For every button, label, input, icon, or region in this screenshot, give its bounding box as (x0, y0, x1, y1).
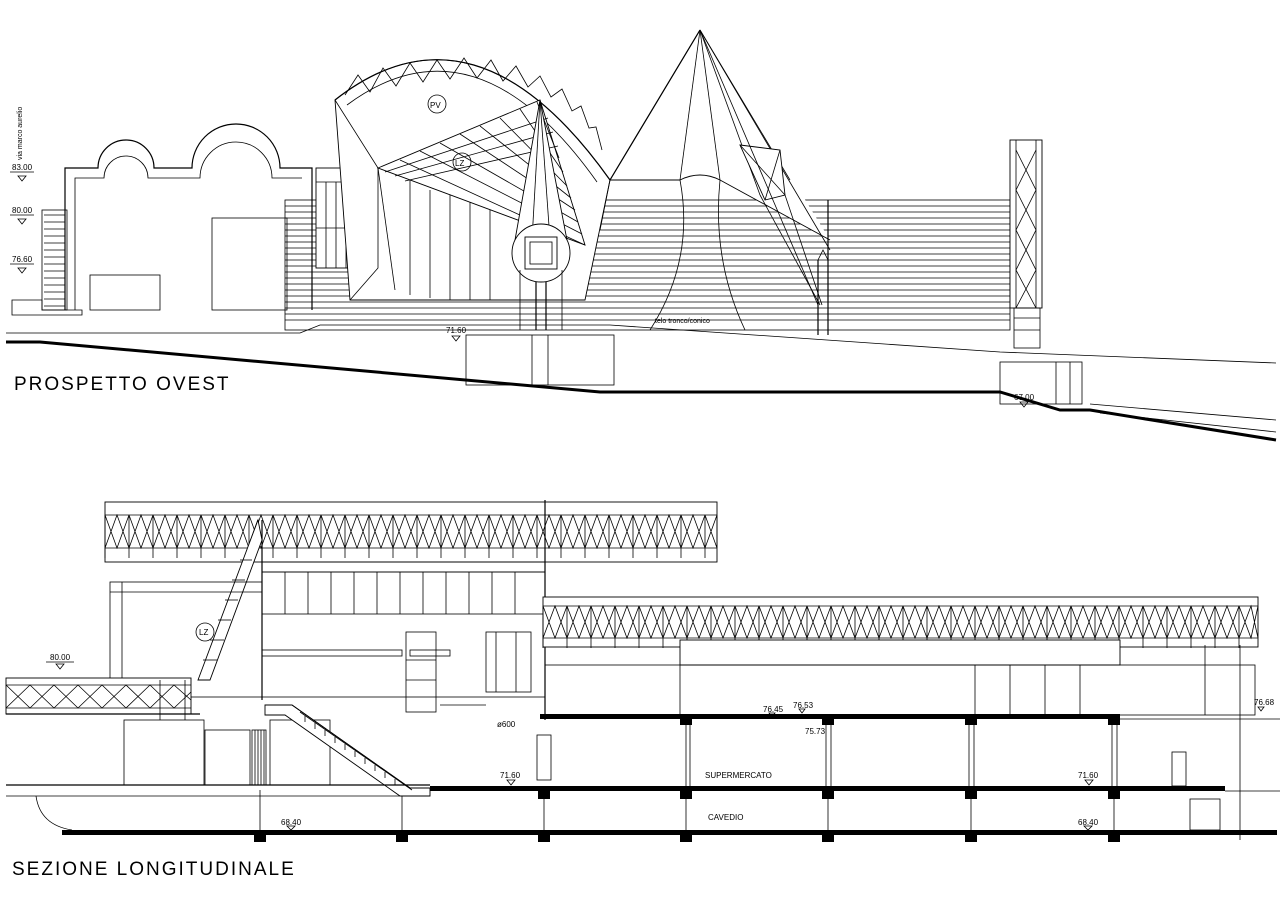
level-83-text: 83.00 (12, 163, 33, 172)
section-level-80: 80.00 (46, 653, 74, 670)
diameter-label: ø600 (497, 720, 516, 729)
elevation-title: PROSPETTO OVEST (14, 374, 231, 395)
section-level-7573: 75.73 (805, 727, 826, 736)
supermarket-label: SUPERMERCATO (705, 771, 772, 780)
level-7653-text: 76.53 (793, 701, 814, 710)
level-marker-76: 76.60 (10, 255, 34, 274)
west-elevation: PROSPETTO OVEST via marco aurelio telo t… (6, 29, 1277, 442)
level-marker-71: 71.60 (446, 326, 467, 342)
level-7160-left-text: 71.60 (500, 771, 521, 780)
longitudinal-section: SEZIONE LONGITUDINALE SUPERMERCATO CAVED… (5, 500, 1280, 880)
level-67-text: 67.00 (1014, 393, 1035, 402)
dome-lattice (344, 57, 603, 151)
walkway-truss (5, 677, 200, 720)
escalator (264, 704, 431, 797)
section-level-7160-left: 71.60 (500, 771, 521, 786)
membrane-label: telo tronco/conico (655, 318, 710, 325)
level-marker-83: 83.00 (10, 163, 34, 182)
roof-truss-diagonals (104, 513, 718, 558)
shaft-label: CAVEDIO (708, 813, 743, 822)
conical-membrane (599, 29, 831, 335)
floor-slabs (6, 714, 1280, 842)
level-7668-text: 76.68 (1254, 698, 1275, 707)
section-level-7668: 76.68 (1254, 698, 1275, 712)
section-level-6840-left: 68.40 (281, 818, 302, 831)
columns (259, 725, 1221, 831)
central-block (261, 561, 546, 713)
lattice-tower (1009, 139, 1043, 349)
lz-diagonal-strut (197, 518, 263, 681)
tag-lz: LZ (455, 159, 464, 168)
level-71-text: 71.60 (446, 326, 467, 335)
section-level-7653: 76.53 (793, 701, 814, 714)
supermarket-volume (544, 639, 1256, 840)
level-6840-left-text: 68.40 (281, 818, 302, 827)
space-frame-roof-left (104, 501, 718, 563)
pv-dome (334, 57, 611, 330)
level-marker-80: 80.00 (10, 206, 34, 225)
arched-wall (11, 123, 313, 316)
level-7573-text: 75.73 (805, 727, 826, 736)
section-title: SEZIONE LONGITUDINALE (12, 859, 296, 880)
section-level-6840-right: 68.40 (1078, 818, 1099, 831)
level-80-section-text: 80.00 (50, 653, 71, 662)
street-label: via marco aurelio (17, 107, 24, 160)
lz-tag-section: LZ (195, 622, 215, 642)
section-level-7160-right: 71.60 (1078, 771, 1099, 786)
stair-treads (44, 214, 65, 307)
section-level-7645: 76.45 (763, 705, 784, 718)
level-marker-67: 67.00 (1014, 393, 1035, 408)
base-walls (465, 334, 1083, 405)
tag-pv: PV (430, 101, 441, 110)
level-6840-right-text: 68.40 (1078, 818, 1099, 827)
tag-lz-section: LZ (199, 628, 208, 637)
level-7160-right-text: 71.60 (1078, 771, 1099, 780)
level-80-text: 80.00 (12, 206, 33, 215)
space-frame-roof-right (542, 596, 1259, 648)
level-7645-text: 76.45 (763, 705, 784, 714)
level-76-text: 76.60 (12, 255, 33, 264)
